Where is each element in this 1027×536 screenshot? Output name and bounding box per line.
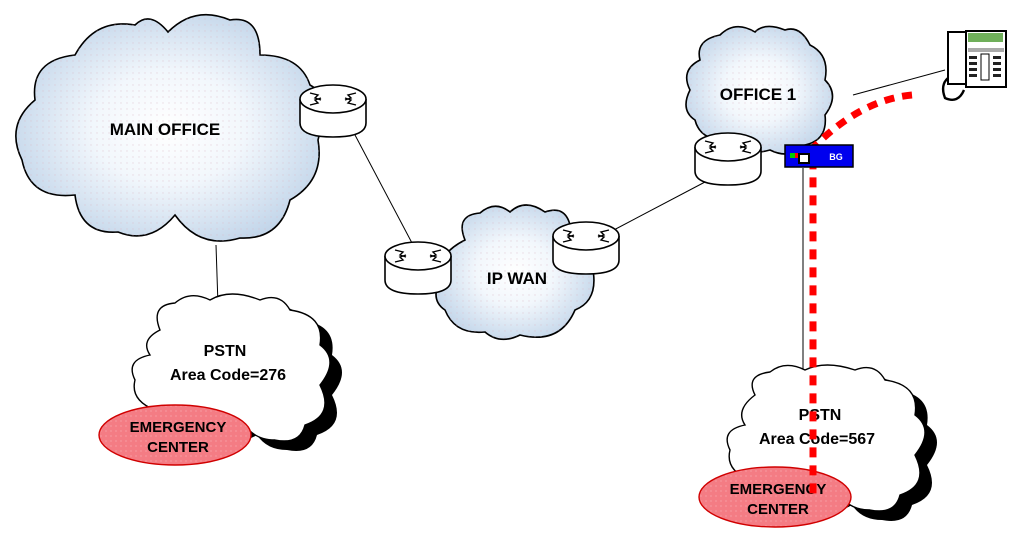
gateway-label: BG xyxy=(829,152,843,162)
link-router-main-to-wan xyxy=(354,134,413,244)
router-wan-right-icon xyxy=(552,221,620,275)
office1-cloud: OFFICE 1 xyxy=(685,25,834,155)
ip-wan-label: IP WAN xyxy=(487,269,547,288)
emergency-center-right: EMERGENCY CENTER xyxy=(698,466,852,528)
emergency-center-left: EMERGENCY CENTER xyxy=(98,404,252,466)
emergency-left-line2: CENTER xyxy=(147,439,209,456)
pstn-left-area-code: Area Code=276 xyxy=(170,367,286,384)
main-office-label: MAIN OFFICE xyxy=(110,120,221,139)
pstn-right-area-code: Area Code=567 xyxy=(759,431,875,448)
emergency-left-line1: EMERGENCY xyxy=(130,419,227,436)
link-main-office-pstn xyxy=(215,244,219,306)
router-wan-left-icon xyxy=(384,241,452,295)
router-office1-icon xyxy=(694,132,762,186)
link-wan-to-office1-router xyxy=(609,181,706,233)
emergency-right-line2: CENTER xyxy=(747,501,809,518)
router-main-office-icon xyxy=(299,84,367,138)
office1-label: OFFICE 1 xyxy=(720,85,797,104)
pstn-right-title: PSTN xyxy=(799,407,842,424)
main-office-cloud: MAIN OFFICE xyxy=(15,13,324,242)
pstn-left-title: PSTN xyxy=(204,343,247,360)
emergency-right-line1: EMERGENCY xyxy=(730,481,827,498)
ip-phone-icon xyxy=(941,30,1007,101)
branch-gateway: BG xyxy=(784,144,854,168)
link-office1-to-phone xyxy=(852,69,946,96)
